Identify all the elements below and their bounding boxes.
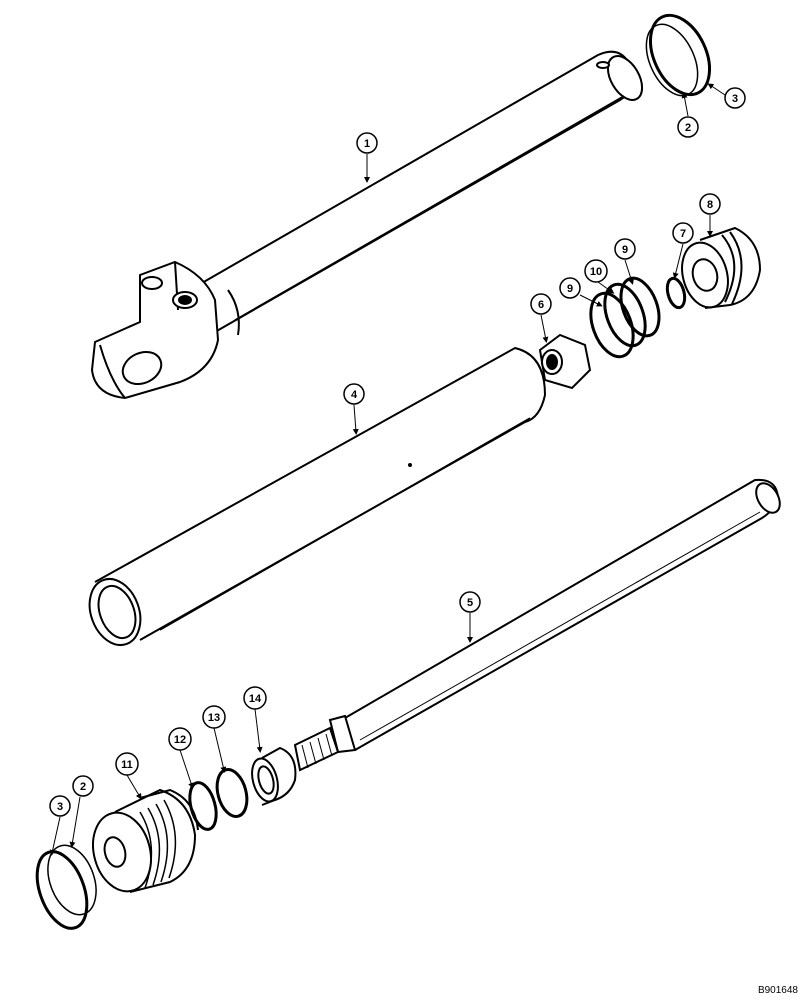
part-seal-rings-top (645, 13, 712, 97)
callout-13: 13 (202, 705, 226, 729)
callout-10: 10 (584, 259, 608, 283)
callout-1-label: 1 (364, 138, 370, 150)
callout-7-label: 7 (680, 228, 686, 240)
callout-2-top: 2 (677, 116, 699, 138)
callout-9-right: 9 (614, 238, 636, 260)
leader-lines (49, 83, 726, 856)
callout-6-label: 6 (538, 299, 544, 311)
callout-8: 8 (699, 193, 721, 215)
figure-code: B901648 (757, 985, 798, 996)
part-head-gland (92, 788, 199, 893)
part-bushing (251, 746, 297, 806)
callout-10-label: 10 (590, 266, 602, 278)
callout-6: 6 (530, 293, 552, 315)
part-piston-rod (293, 478, 781, 772)
callout-4-label: 4 (351, 389, 358, 401)
part-piston-tube (88, 346, 547, 646)
part-cylinder-barrel (90, 50, 644, 400)
callout-9-right-label: 9 (622, 244, 628, 256)
part-backup-ring-13 (215, 768, 249, 818)
callout-9-left: 9 (559, 277, 581, 299)
part-gland (681, 226, 762, 309)
callout-11: 11 (115, 752, 139, 776)
callout-14-label: 14 (249, 693, 262, 705)
callout-4: 4 (343, 383, 365, 405)
callout-14: 14 (243, 686, 267, 710)
part-hex-nut (538, 333, 592, 390)
callout-3-bottom-label: 3 (57, 801, 63, 813)
callout-3-top-label: 3 (732, 93, 738, 105)
callout-8-label: 8 (707, 199, 713, 211)
callout-13-label: 13 (208, 712, 220, 724)
callout-3-top: 3 (724, 87, 746, 109)
callout-5: 5 (459, 591, 481, 613)
part-piston-seals (589, 276, 661, 359)
callout-3-bottom: 3 (49, 795, 71, 817)
callout-2-bottom: 2 (72, 775, 94, 797)
callout-11-label: 11 (121, 759, 133, 771)
callout-7: 7 (672, 222, 694, 244)
part-o-ring-7 (665, 276, 687, 310)
callout-2-bottom-label: 2 (80, 781, 86, 793)
part-seal-rings-bottom (35, 844, 97, 930)
callout-12-label: 12 (174, 734, 186, 746)
callout-12: 12 (168, 727, 192, 751)
callout-1: 1 (356, 132, 378, 154)
callout-9-left-label: 9 (567, 283, 573, 295)
callout-2-top-label: 2 (685, 122, 691, 134)
callout-5-label: 5 (467, 597, 473, 609)
